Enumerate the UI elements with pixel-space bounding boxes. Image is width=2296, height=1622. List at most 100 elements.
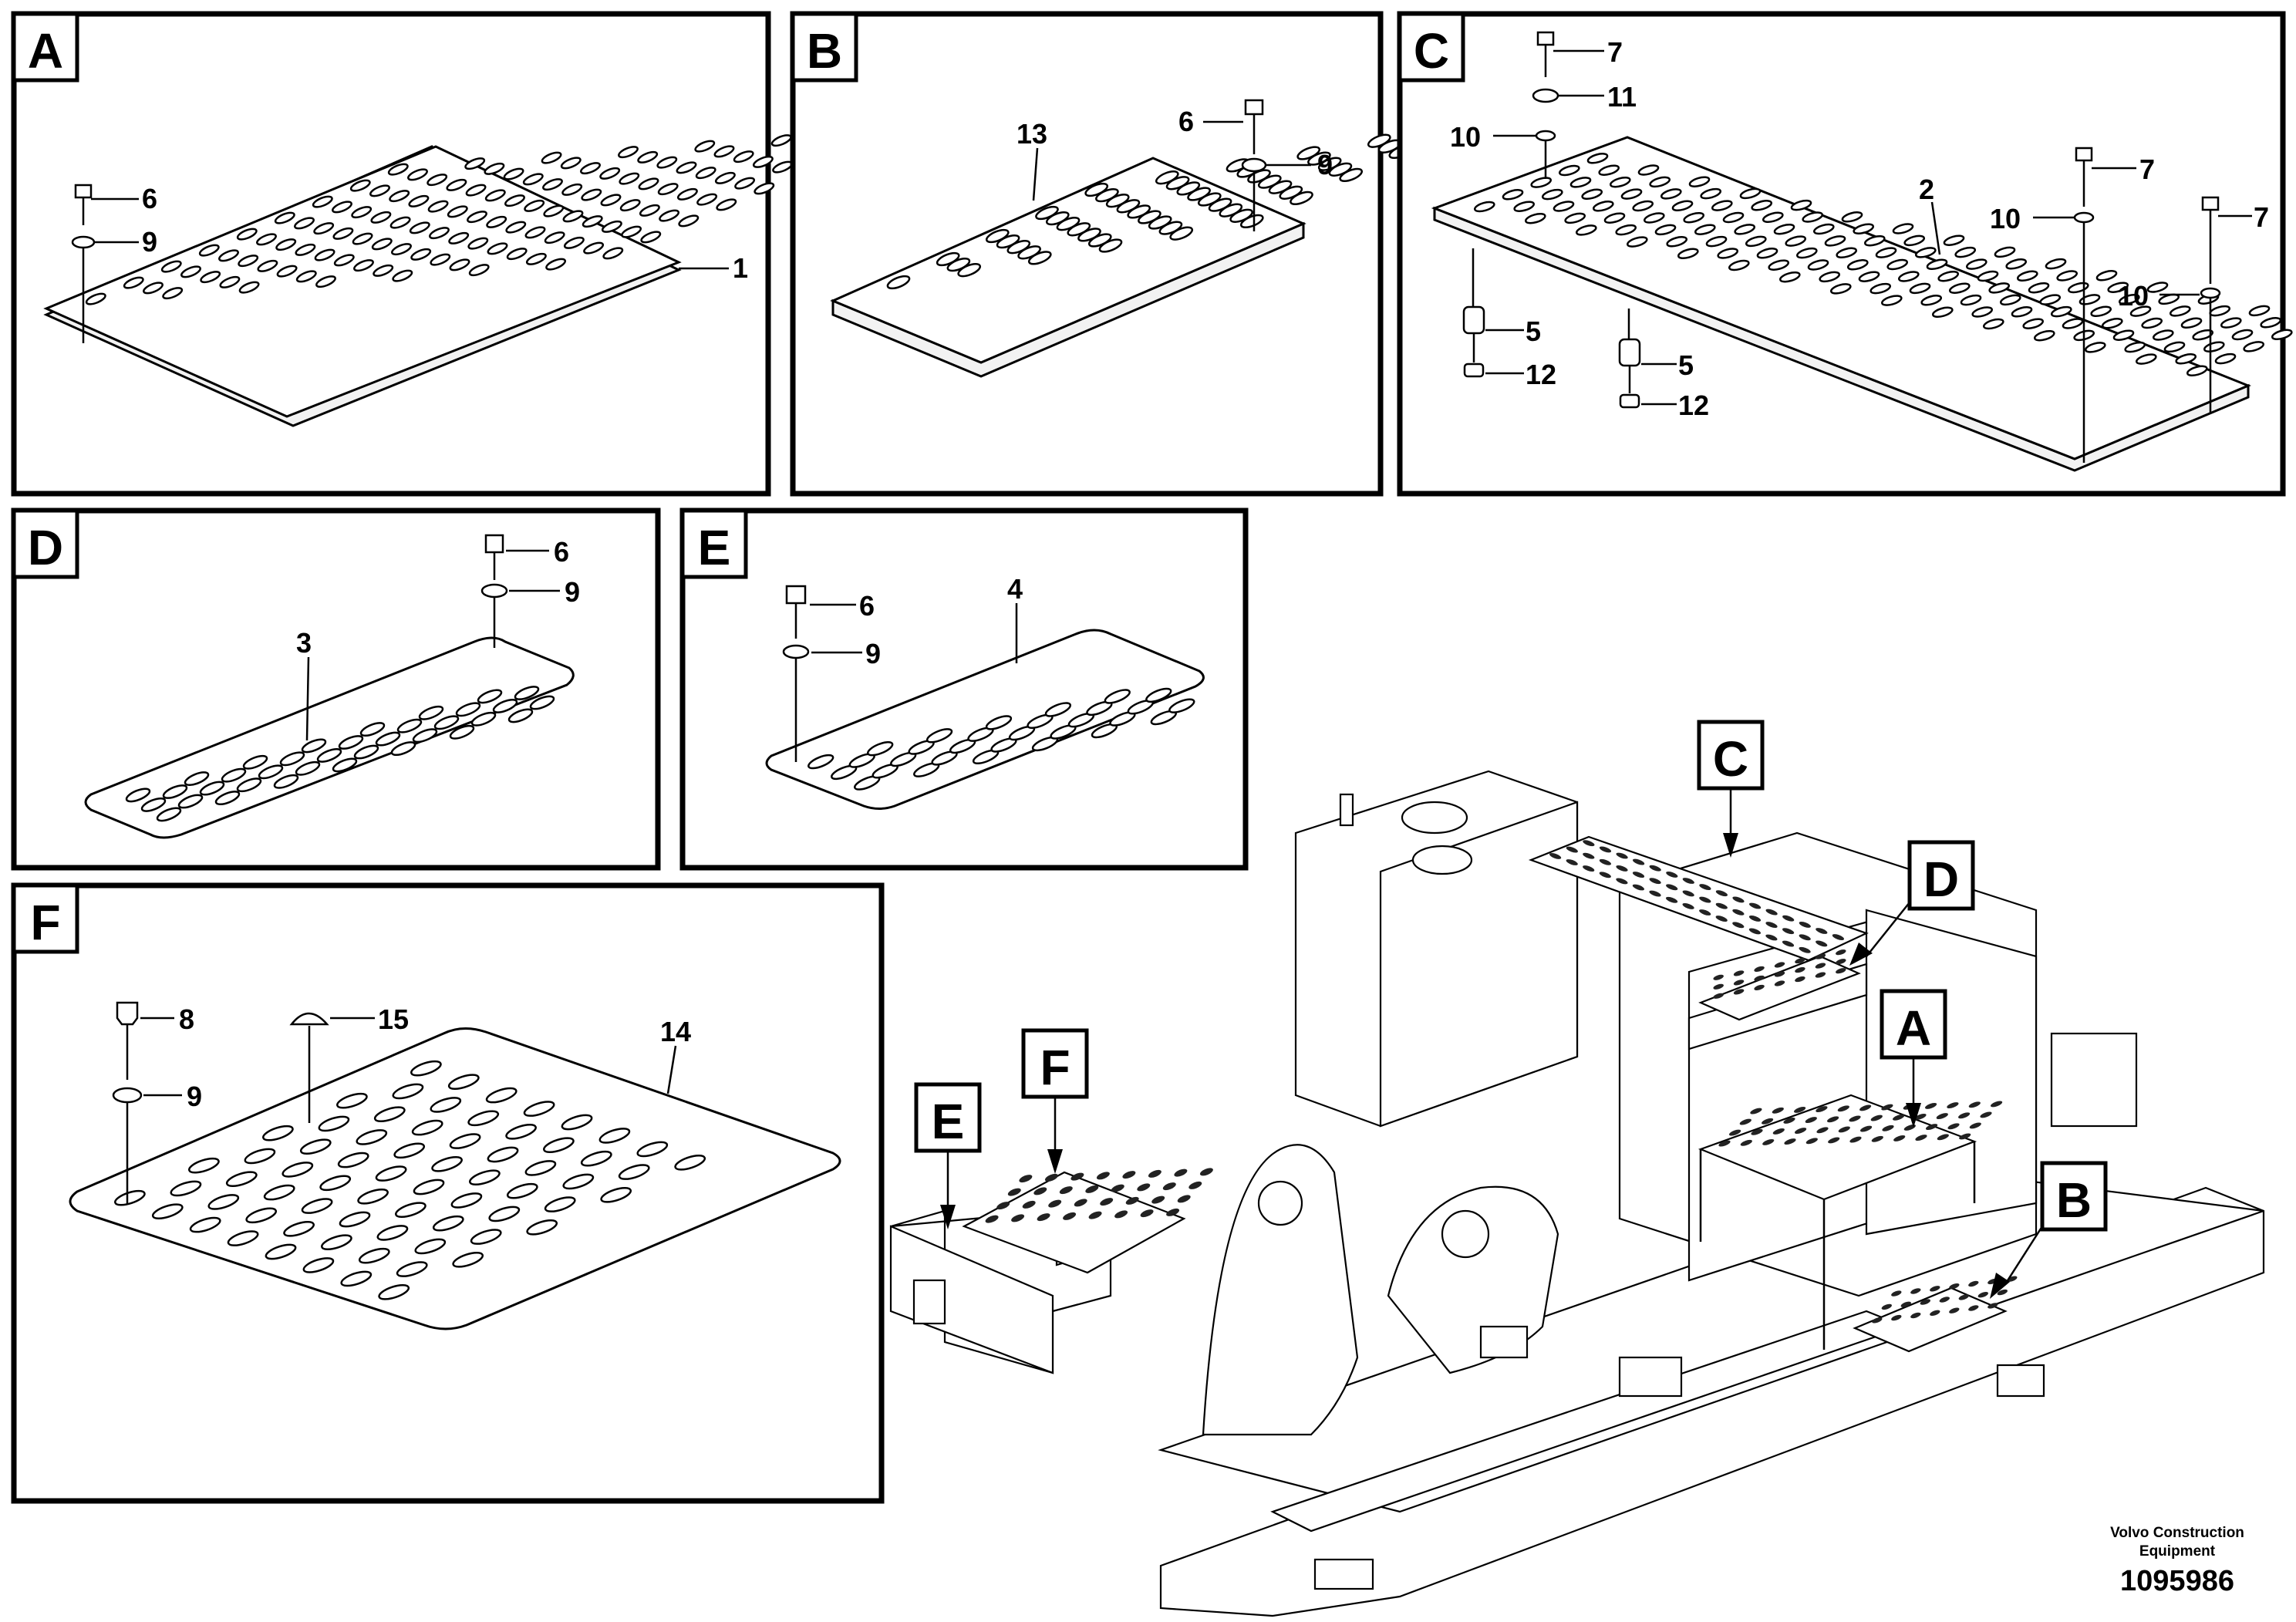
grating-slot — [1733, 980, 1745, 986]
grating-slot — [1968, 1280, 1979, 1287]
plate-hole — [1971, 306, 1994, 318]
plate-hole — [1290, 191, 1313, 206]
plate-hole — [371, 238, 393, 251]
grating-slot — [1805, 1117, 1817, 1124]
plate-hole — [1762, 211, 1784, 224]
plate-hole — [189, 1216, 221, 1233]
plate-hole — [561, 183, 583, 196]
plate-hole — [1035, 205, 1059, 221]
plate-hole — [1609, 176, 1631, 188]
plate-hole — [580, 162, 601, 175]
grating-slot — [1893, 1135, 1906, 1141]
plate-hole — [2045, 258, 2067, 270]
plate-hole — [449, 1133, 481, 1149]
plate-hole — [294, 217, 315, 230]
plate-hole — [1897, 271, 1920, 282]
plate-hole — [2118, 293, 2140, 305]
plate-hole — [199, 781, 225, 796]
bolt-7-icon — [2075, 147, 2093, 207]
plate-hole — [507, 708, 534, 723]
grating-slot — [1891, 1290, 1902, 1297]
plate-hole — [2203, 341, 2225, 352]
plate-hole — [431, 1155, 463, 1172]
plate-hole — [236, 228, 258, 241]
plate-hole — [1575, 224, 1597, 236]
grating-slot — [1666, 884, 1678, 891]
plate-hole — [1502, 189, 1524, 201]
plate-hole — [1795, 247, 1818, 259]
plate-hole — [302, 1257, 335, 1273]
plate-hole — [477, 689, 503, 704]
plate-hole — [319, 1175, 352, 1192]
company-name-line1: Volvo Construction — [2110, 1525, 2244, 1541]
plate-hole — [1790, 199, 1812, 211]
plate-hole — [2169, 305, 2191, 317]
grating-slot — [1033, 1187, 1047, 1195]
plate-hole — [162, 287, 184, 300]
grating-slot — [1074, 1199, 1087, 1207]
plate-hole — [376, 1225, 409, 1241]
grating-slot — [1649, 878, 1661, 885]
plate-hole — [2243, 341, 2265, 352]
plate-hole — [2141, 317, 2163, 329]
grating-slot — [1122, 1171, 1136, 1179]
plate-hole — [238, 281, 260, 294]
grating-slot — [1762, 1118, 1774, 1125]
plate-hole — [414, 1238, 447, 1255]
plate-hole — [353, 259, 374, 272]
grating-slot — [1988, 1303, 1998, 1309]
grating-slot — [1827, 1116, 1839, 1123]
plate-hole — [1999, 294, 2021, 306]
callout-5: 5 — [1526, 315, 1541, 347]
plate-hole — [678, 214, 700, 228]
grating-slot — [1732, 896, 1745, 903]
plate-hole — [184, 771, 210, 787]
plate-hole — [1926, 258, 1948, 271]
plate-hole — [545, 258, 567, 271]
plate-hole — [2016, 270, 2038, 282]
plate-hole — [638, 177, 659, 191]
plate-hole — [2005, 258, 2028, 270]
plate-hole — [448, 231, 470, 244]
plate-hole — [338, 735, 364, 750]
plate-hole — [1592, 201, 1614, 212]
plate-hole — [1931, 306, 1954, 319]
panel-c-label: C — [1414, 23, 1449, 79]
plate-hole — [618, 1164, 650, 1180]
grating-slot — [1549, 852, 1562, 859]
bolt-6-icon — [1244, 99, 1264, 154]
plate-hole — [1846, 259, 1869, 271]
plate-hole — [543, 204, 565, 218]
grating-slot — [1799, 921, 1811, 928]
company-name-line2: Equipment — [2139, 1543, 2216, 1560]
grating-slot — [1070, 1172, 1084, 1181]
panel-a: A 6 9 1 — [11, 11, 888, 497]
plate-hole — [1683, 211, 1705, 224]
plate-hole — [313, 222, 335, 235]
grating-slot — [1782, 915, 1795, 922]
plate-hole — [2248, 305, 2271, 317]
grating-slot — [1666, 896, 1678, 903]
plate-hole — [2056, 270, 2079, 282]
grating-slot — [1732, 922, 1745, 929]
plate-hole — [1649, 176, 1671, 188]
grating-slot — [1958, 1294, 1969, 1300]
grating-slot — [1947, 1123, 1960, 1130]
plate-hole — [1104, 689, 1131, 704]
plate-hole — [373, 264, 394, 277]
plate-hole — [1677, 248, 1699, 260]
panel-f-label: F — [30, 895, 60, 950]
plate-hole — [2135, 353, 2157, 365]
callout-9: 9 — [187, 1081, 202, 1112]
plate-hole — [600, 194, 622, 207]
plate-hole — [1943, 234, 1965, 246]
grating-slot — [1959, 1133, 1971, 1140]
plate-hole — [430, 1097, 462, 1113]
grating-slot — [1096, 1172, 1110, 1180]
plate-hole — [410, 1060, 442, 1077]
grating-slot — [1969, 1122, 1981, 1129]
plate-hole — [218, 249, 239, 262]
plate-hole — [455, 702, 481, 717]
panel-f: F 8 9 15 14 — [11, 882, 885, 1504]
grating-slot — [1100, 1198, 1114, 1206]
